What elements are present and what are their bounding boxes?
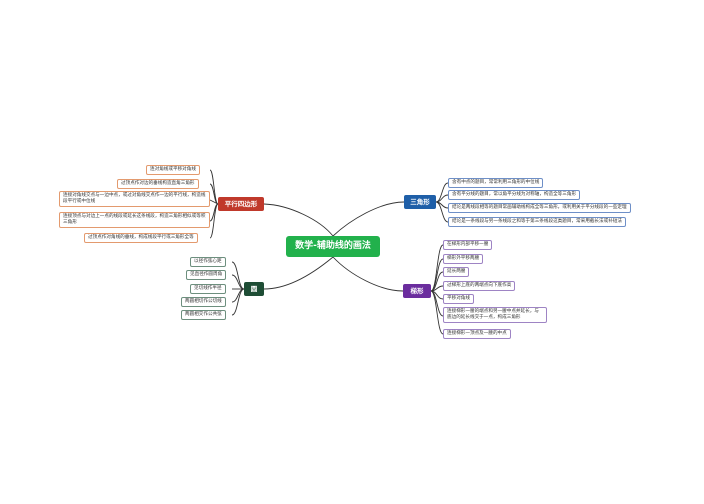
leaf-circle-5[interactable]: 两圆相交作公共弦: [181, 310, 226, 320]
leaf-parallelogram-3[interactable]: 连接对角线交点与一边中点，或过对角线交点作一边的平行线，构造线段平行或中位线: [59, 191, 210, 207]
leaf-trapezoid-2[interactable]: 梯形外平移两腰: [443, 254, 484, 264]
leaf-trapezoid-4[interactable]: 过梯形上底的两端点向下底作高: [443, 281, 516, 291]
leaf-circle-4[interactable]: 两圆相切作公切线: [181, 297, 226, 307]
leaf-triangle-3[interactable]: 结论是两线段相等的题目常画辅助线构成全等三角形，或利用关于平分线段的一些定理: [448, 203, 631, 213]
leaf-parallelogram-1[interactable]: 连对角线或平移对角线: [146, 165, 200, 175]
leaf-trapezoid-7[interactable]: 连接梯形一顶点及一腰的中点: [443, 329, 511, 339]
branch-triangle[interactable]: 三角形: [404, 195, 436, 209]
leaf-trapezoid-6[interactable]: 连接梯形一腰的端点和另一腰中点并延长，与底边的延长线交于一点，构成三角形: [443, 307, 547, 323]
branch-circle[interactable]: 圆: [244, 282, 264, 296]
central-topic[interactable]: 数学-辅助线的画法: [286, 236, 380, 257]
branch-trapezoid[interactable]: 梯形: [403, 284, 431, 298]
leaf-circle-2[interactable]: 见直径作圆周角: [186, 270, 227, 280]
leaf-triangle-1[interactable]: 含有中点的题目，常常利用三角形的中位线: [448, 178, 544, 188]
leaf-triangle-4[interactable]: 结论是一条线段与另一条线段之和等于第三条线段这类题目，常采用截长法或补短法: [448, 217, 626, 227]
leaf-trapezoid-5[interactable]: 平移对角线: [443, 294, 474, 304]
leaf-trapezoid-1[interactable]: 在梯形内部平移一腰: [443, 240, 493, 250]
leaf-trapezoid-3[interactable]: 延长两腰: [443, 267, 470, 277]
leaf-parallelogram-5[interactable]: 过顶点作对角线的垂线，构成线段平行或三角形全等: [84, 233, 198, 243]
leaf-parallelogram-4[interactable]: 连接顶点与对边上一点的线段或延长这条线段，构造三角形相似或等积三角形: [59, 212, 210, 228]
leaf-circle-1[interactable]: 以径作弦心距: [190, 257, 226, 267]
leaf-circle-3[interactable]: 见切线作半径: [190, 284, 226, 294]
leaf-parallelogram-2[interactable]: 过顶点作对边的垂线构造直角三角形: [117, 179, 199, 189]
leaf-triangle-2[interactable]: 含有平分线的题目，常以角平分线为对称轴，构造全等三角形: [448, 190, 581, 200]
branch-parallelogram[interactable]: 平行四边形: [218, 197, 264, 211]
